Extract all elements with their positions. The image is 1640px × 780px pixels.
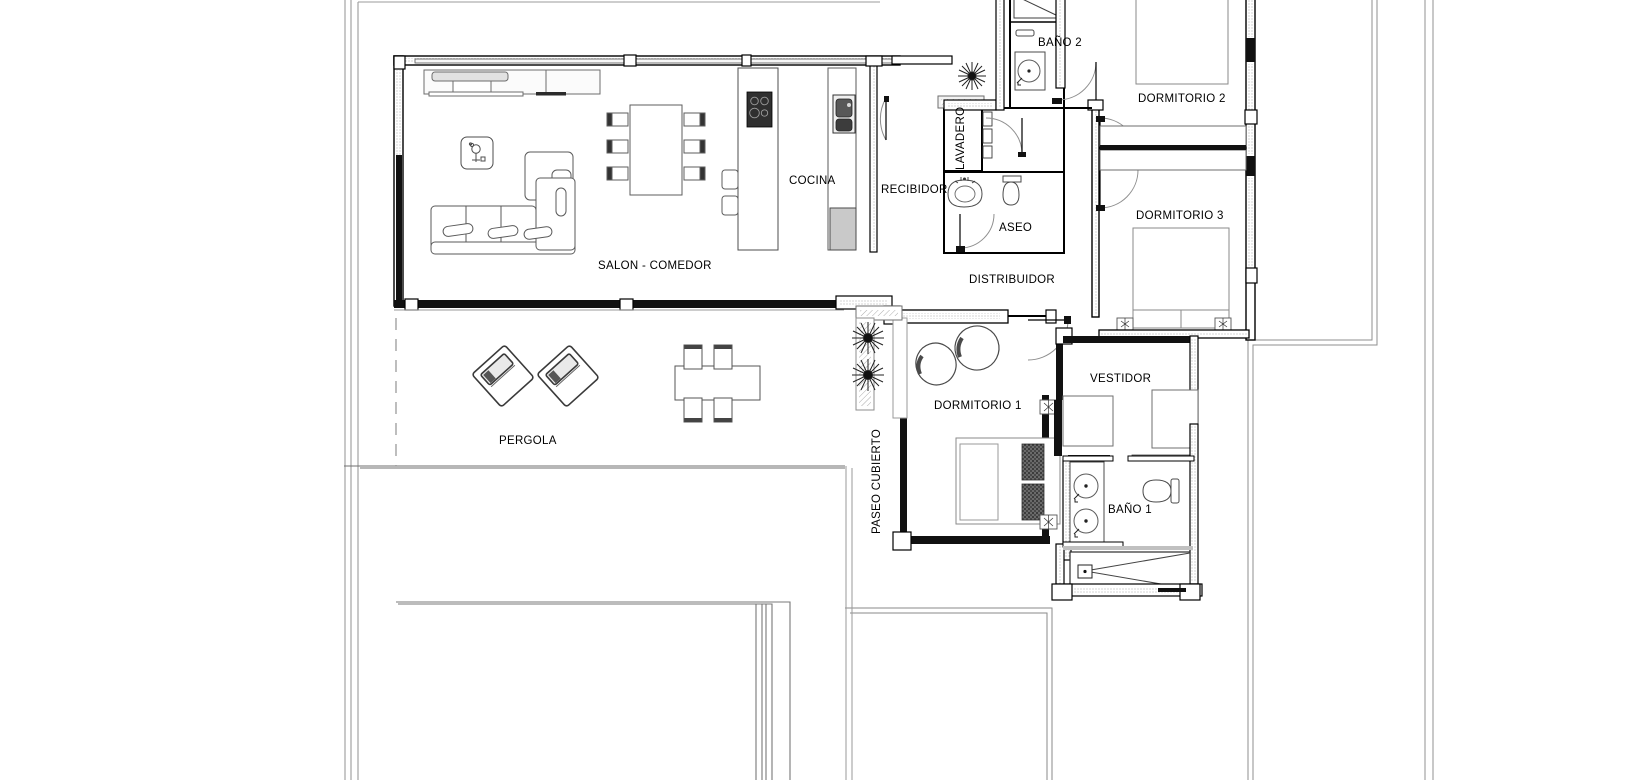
pool-outline bbox=[396, 601, 791, 780]
room-label-vestidor: VESTIDOR bbox=[1090, 373, 1152, 385]
dormitorio-1 bbox=[883, 305, 1071, 551]
dining-table-6 bbox=[606, 104, 706, 196]
vestidor bbox=[1054, 327, 1199, 462]
room-label-dormitorio-3: DORMITORIO 3 bbox=[1136, 210, 1224, 222]
wardrobe bbox=[1062, 395, 1114, 447]
structural-walls bbox=[891, 0, 1092, 111]
room-label-paseo-cubierto: PASEO CUBIERTO bbox=[871, 428, 883, 534]
nightstand bbox=[1116, 317, 1232, 331]
outdoor-table-4 bbox=[674, 344, 761, 423]
kitchen bbox=[721, 67, 857, 251]
bano-1 bbox=[1051, 423, 1203, 601]
lower-right-terrace bbox=[845, 607, 1053, 780]
room-label-pergola: PERGOLA bbox=[499, 435, 557, 447]
toilet bbox=[1142, 478, 1180, 504]
room-label-distribuidor: DISTRIBUIDOR bbox=[969, 274, 1056, 286]
armchair bbox=[915, 325, 1000, 386]
double-bed bbox=[955, 437, 1061, 525]
site-boundary bbox=[344, 0, 880, 780]
nightstand bbox=[1039, 399, 1058, 530]
tv-media-unit bbox=[423, 69, 601, 97]
room-label-dormitorio-2: DORMITORIO 2 bbox=[1138, 93, 1226, 105]
distribuidor-walls bbox=[1087, 99, 1139, 318]
room-label-dormitorio-1: DORMITORIO 1 bbox=[934, 400, 1022, 412]
washbasin bbox=[1014, 51, 1046, 91]
room-label-cocina: COCINA bbox=[789, 175, 836, 187]
bar-stool bbox=[721, 169, 739, 216]
room-label-salon-comedor: SALON - COMEDOR bbox=[598, 260, 712, 272]
washing-machine bbox=[982, 111, 993, 159]
recibidor-walls bbox=[865, 55, 889, 253]
bedroom-block-23 bbox=[1098, 0, 1258, 341]
lounge-chair bbox=[472, 345, 599, 407]
exterior-paving-right bbox=[1247, 0, 1378, 780]
plot-line-right bbox=[1424, 0, 1434, 780]
double-bed bbox=[1135, 0, 1229, 85]
room-label-bano-1: BAÑO 1 bbox=[1108, 504, 1152, 516]
double-bed bbox=[1132, 227, 1230, 329]
room-label-bano-2: BAÑO 2 bbox=[1038, 37, 1082, 49]
room-label-lavadero: LAVADERO bbox=[955, 106, 967, 170]
room-label-recibidor: RECIBIDOR bbox=[881, 184, 948, 196]
room-label-aseo: ASEO bbox=[999, 222, 1033, 234]
toilet bbox=[1015, 29, 1035, 37]
coffee-table bbox=[460, 136, 494, 170]
pergola bbox=[395, 318, 761, 466]
plant-icon bbox=[958, 62, 986, 90]
terrace-outline bbox=[344, 465, 845, 469]
refrigerator bbox=[829, 207, 857, 251]
toilet bbox=[1002, 175, 1022, 206]
sofa-sectional bbox=[430, 151, 576, 255]
bano-2 bbox=[1009, 0, 1097, 109]
sink bbox=[832, 94, 856, 134]
double-washbasin bbox=[1069, 461, 1105, 543]
paseo-cubierto bbox=[845, 305, 903, 780]
washbasin bbox=[947, 177, 983, 208]
